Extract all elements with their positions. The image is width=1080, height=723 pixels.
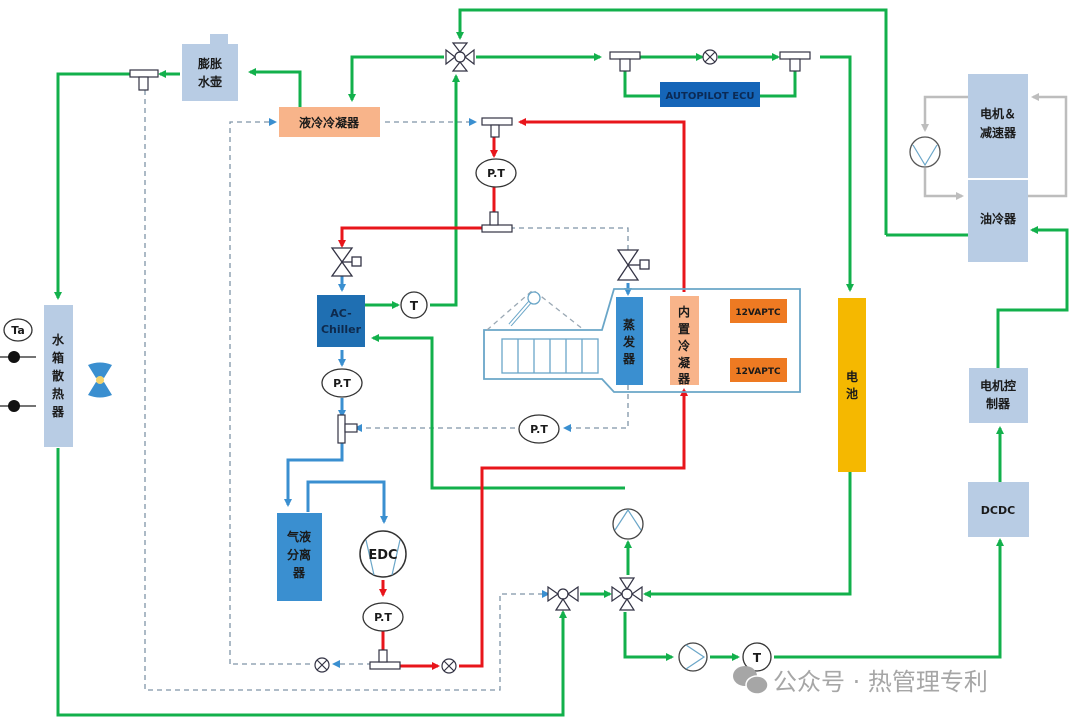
sensor-pt-evap: P.T (518, 414, 560, 444)
inner-condenser: 内 置 冷 凝 器 (670, 296, 699, 386)
three-way-valve (547, 585, 579, 611)
inner-condenser-label-1: 内 (678, 304, 690, 319)
dcdc: DCDC (968, 482, 1029, 537)
tee-fitting (337, 414, 358, 444)
evaporator-label-1: 蒸 (623, 317, 635, 332)
wechat-icon (733, 666, 769, 695)
sensor-pt-chiller: P.T (321, 368, 363, 398)
battery-label-1: 电 (846, 369, 858, 384)
sensor-t-label: T (410, 299, 419, 313)
sensor-ta-label: Ta (11, 324, 25, 337)
radiator-label-1: 水 (52, 332, 65, 347)
separator-label-1: 气液 (286, 529, 311, 544)
radiator-label-4: 热 (52, 386, 64, 401)
expansion-valve-evaporator (616, 249, 650, 281)
separator-label-3: 器 (292, 566, 306, 580)
oil-pump-icon (909, 136, 941, 168)
motor-controller: 电机控 制器 (969, 368, 1028, 423)
motor-reducer: 电机＆ 减速器 (968, 74, 1028, 178)
shutoff-valve-icon (314, 657, 330, 673)
evaporator-label-3: 器 (622, 352, 636, 366)
compressor-label: EDC (368, 548, 397, 563)
expansion-valve-chiller (330, 247, 362, 277)
sensor-pt-label: P.T (374, 611, 392, 624)
sensor-pt-label: P.T (333, 377, 351, 390)
pump-icon (612, 508, 644, 540)
four-way-valve-top (445, 42, 475, 72)
motor-controller-label-2: 制器 (986, 396, 1011, 411)
motor-reducer-label-1: 电机＆ (980, 106, 1016, 121)
sensor-pt-label: P.T (487, 167, 505, 180)
pump-icon (678, 642, 708, 672)
expansion-tank: 膨胀 水壶 (182, 34, 238, 101)
battery: 电 池 (838, 298, 866, 472)
refrigerant-hot-lines (338, 118, 688, 670)
gas-liquid-separator: 气液 分离 器 (277, 513, 322, 601)
radiator-label-2: 箱 (52, 350, 64, 365)
ac-chiller: AC- Chiller (317, 295, 365, 347)
signal-lines (144, 90, 629, 691)
autopilot-ecu-label: AUTOPILOT ECU (665, 91, 754, 102)
ptc-heater-1: 12VAPTC (730, 299, 787, 323)
evaporator: 蒸 发 器 (616, 297, 643, 385)
autopilot-ecu: AUTOPILOT ECU (660, 82, 760, 107)
oil-cooler-label: 油冷器 (980, 211, 1017, 226)
tee-fitting (369, 649, 401, 670)
tee-fitting (129, 69, 159, 91)
watermark-text: 公众号 · 热管理专利 (773, 668, 988, 696)
inner-condenser-label-2: 置 (678, 322, 690, 336)
sensor-pt-compressor: P.T (362, 602, 404, 632)
motor-reducer-label-2: 减速器 (980, 125, 1017, 140)
oil-loop-lines (921, 93, 1068, 200)
watermark: 公众号 · 热管理专利 (733, 666, 988, 696)
radiator: 水 箱 散 热 器 (44, 305, 73, 447)
battery-label-2: 池 (846, 386, 858, 401)
sensor-t-motor-loop: T (742, 642, 772, 672)
dcdc-label: DCDC (981, 504, 1015, 517)
tee-fitting (609, 51, 641, 72)
shutoff-valve-icon (441, 658, 457, 674)
shutoff-valve-icon (702, 49, 718, 65)
tee-fitting (481, 117, 513, 138)
radiator-label-5: 器 (51, 405, 65, 419)
liquid-condenser: 液冷冷凝器 (279, 107, 380, 137)
four-way-valve-bottom (611, 577, 643, 611)
radiator-label-3: 散 (52, 368, 65, 383)
inner-condenser-label-3: 冷 (678, 338, 690, 353)
evaporator-label-2: 发 (622, 334, 636, 349)
sensor-pt-label: P.T (530, 423, 548, 436)
tee-fitting (779, 51, 811, 72)
expansion-tank-label-1: 膨胀 (197, 56, 222, 71)
ptc-heater-2-label: 12VAPTC (735, 367, 781, 377)
ac-chiller-label-2: Chiller (321, 323, 362, 336)
expansion-tank-label-2: 水壶 (198, 74, 222, 89)
sensor-ta: Ta (0, 318, 36, 412)
fan-icon (88, 362, 112, 398)
cabin-hvac-box (483, 288, 801, 393)
tee-fitting (481, 211, 513, 233)
ptc-heater-2: 12VAPTC (730, 358, 787, 382)
inner-condenser-label-5: 器 (677, 372, 691, 386)
sensor-t-chiller: T (400, 291, 428, 319)
separator-label-2: 分离 (287, 547, 311, 562)
ptc-heater-1-label: 12VAPTC (735, 308, 781, 318)
oil-cooler: 油冷器 (968, 180, 1028, 262)
inner-condenser-label-4: 凝 (678, 355, 691, 370)
ac-chiller-label-1: AC- (330, 307, 351, 320)
coolant-lines (54, 8, 1069, 717)
sensor-pt-top: P.T (475, 158, 517, 188)
sensor-t-label: T (753, 651, 762, 665)
motor-controller-label-1: 电机控 (980, 378, 1016, 393)
compressor-edc: EDC (359, 530, 407, 578)
liquid-condenser-label: 液冷冷凝器 (299, 115, 360, 130)
